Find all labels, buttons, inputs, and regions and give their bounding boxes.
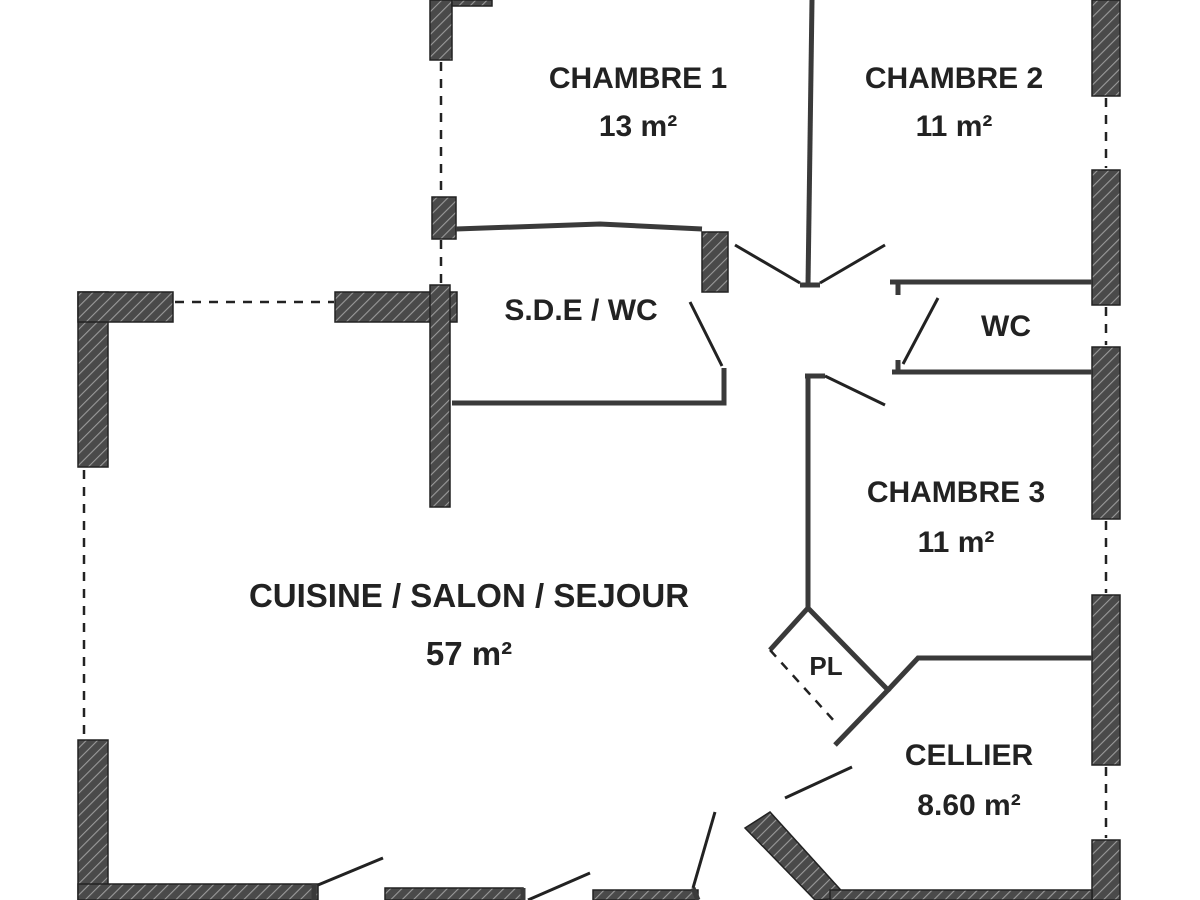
room-label-sde-wc: S.D.E / WC [504, 294, 657, 327]
jamb-5 [690, 887, 701, 900]
door-chambre1 [734, 243, 801, 285]
wall-sejour-top-left [77, 291, 174, 323]
door-cellier [784, 765, 853, 800]
wall-block-sde-top [431, 196, 457, 240]
room-area-chambre1: 13 m² [599, 110, 677, 143]
wall-cellier-bottom [829, 889, 1093, 900]
wall-right-wc-upper [1091, 169, 1121, 306]
exterior-walls [77, 0, 1121, 900]
window-swing-2 [527, 871, 591, 900]
room-area-sejour: 57 m² [426, 635, 512, 672]
interior-partitions [311, 0, 1092, 900]
room-area-cellier: 8.60 m² [917, 789, 1020, 822]
wall-bottom-2 [384, 887, 524, 900]
door-chambre2 [819, 243, 886, 285]
room-label-chambre2: CHAMBRE 2 [865, 62, 1043, 95]
partition-sde-bottom [452, 368, 727, 406]
partition-placard [768, 604, 892, 747]
room-label-cellier: CELLIER [905, 739, 1034, 772]
door-sde [688, 301, 724, 367]
wall-right-chambre3 [1091, 346, 1121, 520]
wall-block-sde-right [701, 231, 729, 293]
room-label-sejour: CUISINE / SALON / SEJOUR [249, 577, 689, 614]
dashed-lines [82, 62, 1108, 838]
room-label-placard: PL [809, 651, 842, 681]
window-swing-1 [317, 856, 384, 887]
room-label-chambre3: CHAMBRE 3 [867, 476, 1045, 509]
wall-sejour-left-lower [77, 739, 109, 900]
partition-chambre1-chambre2 [805, 0, 815, 286]
wall-right-cellier [1091, 594, 1121, 766]
wall-bottom-1 [77, 883, 319, 900]
door-swings [317, 243, 940, 900]
room-area-chambre3: 11 m² [918, 526, 995, 559]
partition-cellier-top [886, 655, 1092, 692]
room-label-wc: WC [981, 310, 1031, 343]
room-labels: CHAMBRE 1 13 m² CHAMBRE 2 11 m² S.D.E / … [249, 62, 1045, 822]
room-area-chambre2: 11 m² [916, 110, 993, 143]
wall-top-chambre1 [429, 0, 453, 61]
wall-cellier-angled [743, 811, 850, 900]
wall-top-chambre1-cap [451, 0, 493, 7]
door-entry [691, 811, 717, 889]
partition-sde-top [455, 221, 703, 232]
wall-right-chambre2 [1091, 0, 1121, 97]
door-chambre3 [824, 374, 886, 407]
wall-sejour-sde-divider [429, 284, 451, 508]
door-wc [901, 297, 940, 365]
wall-right-bottom [1091, 839, 1121, 900]
room-label-chambre1: CHAMBRE 1 [549, 62, 727, 95]
wall-bottom-3 [592, 889, 699, 900]
